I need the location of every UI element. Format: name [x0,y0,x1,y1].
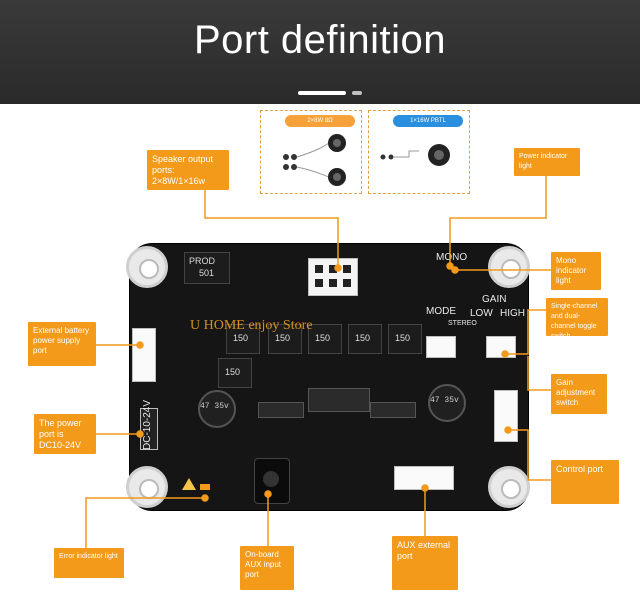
power-port-connector [140,408,158,450]
stereo-wiring-drawing [283,134,346,186]
onboard-aux-jack [254,458,290,504]
amplifier-chip-left [258,402,304,418]
gain-silkscreen: GAIN [482,294,507,305]
callout-mono-indicator: Mono indicator light [551,252,601,290]
mode-switch [426,336,456,358]
banner-dash-long [298,91,346,95]
capacitor-left-rating: 47 35v [200,402,229,411]
callout-speaker-output: Speaker output ports: 2×8W/1×16w [147,150,229,190]
mounting-hole-bottom-left [126,466,168,508]
capacitor-right [428,384,466,422]
inductor-5: 150 [388,324,422,354]
callout-power-indicator: Power indicator light [514,148,580,176]
stereo-wiring-reference: 2×8W 8Ω [260,110,362,194]
battery-port-connector [132,328,156,382]
speaker-output-connector [308,258,358,296]
mode-silkscreen: MODE [426,306,456,317]
pbtl-reference-header: 1×16W PBTL [393,115,463,127]
title-banner: Port definition [0,0,640,104]
low-silkscreen: LOW [470,308,493,319]
mounting-hole-top-left [126,246,168,288]
mono-silkscreen: MONO [436,252,468,263]
inductor-4: 150 [348,324,382,354]
inductor-2: 150 [268,324,302,354]
mounting-hole-top-right [488,246,530,288]
page-title: Port definition [193,18,447,62]
banner-dash-short [352,91,362,95]
gain-switch [486,336,516,358]
pro-inductor: PROD 501 [184,252,230,284]
callout-gain-adjustment: Gain adjustment switch [551,374,607,414]
amplifier-chip-center [308,388,370,412]
capacitor-left [198,390,236,428]
pro-label: PROD [189,256,216,266]
inductor-6: 150 [218,358,252,388]
error-indicator-led [200,484,210,490]
warning-icon [182,478,196,490]
amplifier-chip-right [370,402,416,418]
capacitor-right-rating: 47 35v [430,396,459,405]
high-silkscreen: HIGH [500,308,525,319]
callout-aux-external: AUX external port [392,536,458,590]
stereo-reference-header: 2×8W 8Ω [285,115,355,127]
callout-onboard-aux: On-board AUX input port [240,546,294,590]
pbtl-wiring-reference: 1×16W PBTL [368,110,470,194]
callout-external-battery: External battery power supply port [28,322,96,366]
mounting-hole-bottom-right [488,466,530,508]
amplifier-board: PROD 501 MONO GAIN MODE LOW HIGH STEREO … [126,244,530,510]
control-port-connector [494,390,518,442]
stereo-silkscreen: STEREO [448,320,477,327]
store-watermark: U HOME enjoy Store [190,318,313,333]
callout-control-port: Control port [551,460,619,504]
callout-error-indicator: Error indicator light [54,548,124,578]
inductor-1: 150 [226,324,260,354]
callout-channel-toggle: Single-channel and dual-channel toggle s… [546,298,608,340]
pbtl-wiring-drawing [380,144,450,166]
pro-number: 501 [199,268,215,278]
inductor-3: 150 [308,324,342,354]
callout-power-port: The power port is DC10-24V [34,414,96,454]
